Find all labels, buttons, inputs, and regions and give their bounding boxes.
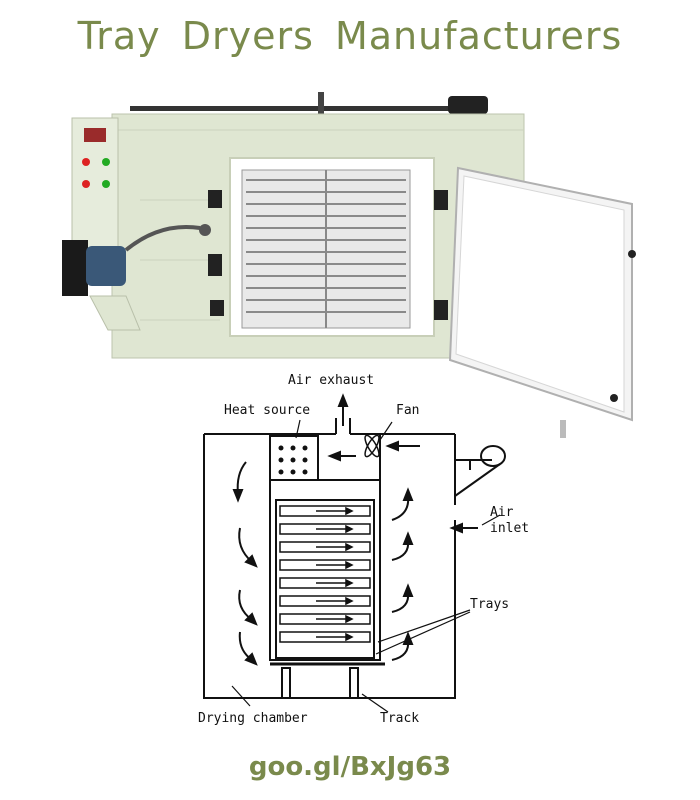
left-circulation-arrows bbox=[232, 461, 258, 666]
hinge bbox=[210, 300, 224, 316]
hinge bbox=[434, 190, 448, 210]
door-latch bbox=[628, 250, 636, 258]
blower-housing bbox=[62, 240, 88, 296]
label-fan: Fan bbox=[396, 403, 419, 418]
label-air-exhaust: Air exhaust bbox=[288, 373, 374, 388]
track-leg bbox=[349, 667, 359, 699]
chamber-walls bbox=[203, 434, 456, 699]
indicator-green-icon bbox=[102, 180, 110, 188]
label-track: Track bbox=[380, 711, 419, 726]
hinge bbox=[208, 190, 222, 208]
right-circulation-arrows bbox=[391, 487, 414, 661]
rack-trays bbox=[246, 179, 406, 313]
top-pipe bbox=[130, 106, 460, 111]
motor-stand bbox=[89, 295, 141, 331]
inner-chamber bbox=[269, 479, 381, 661]
label-air-inlet-line1: Air bbox=[490, 505, 514, 520]
tray-flow-arrows bbox=[316, 506, 354, 642]
label-heat-source: Heat source bbox=[224, 403, 310, 418]
top-motor bbox=[448, 96, 488, 114]
indicator-green-icon bbox=[102, 158, 110, 166]
motor-cable bbox=[124, 224, 201, 252]
leader-lines bbox=[231, 419, 501, 713]
blower-motor bbox=[86, 246, 126, 286]
heat-source-elements bbox=[278, 445, 308, 475]
display bbox=[84, 128, 106, 142]
indicator-red-icon bbox=[82, 180, 90, 188]
source-url: goo.gl/BxJg63 bbox=[248, 752, 452, 782]
label-air-inlet-line2: inlet bbox=[490, 521, 529, 536]
hinge bbox=[434, 300, 448, 320]
fan-icon bbox=[364, 434, 380, 458]
tray-dryer-photo bbox=[62, 92, 636, 438]
exhaust-handle bbox=[318, 92, 324, 116]
label-drying-chamber: Drying chamber bbox=[198, 711, 308, 726]
label-trays: Trays bbox=[470, 597, 509, 612]
trays bbox=[279, 505, 371, 643]
hinge bbox=[208, 254, 222, 276]
tray-stack bbox=[275, 499, 375, 659]
page-title: Tray Dryers Manufacturers bbox=[77, 14, 623, 58]
fan-flow-arrows bbox=[327, 440, 478, 534]
indicator-red-icon bbox=[82, 158, 90, 166]
fan-motor bbox=[480, 445, 506, 467]
door-latch bbox=[610, 394, 618, 402]
track-leg bbox=[281, 667, 291, 699]
exhaust-arrow-icon bbox=[337, 393, 349, 426]
tray-dryer-diagram bbox=[203, 418, 506, 699]
inlet-duct bbox=[454, 463, 501, 497]
